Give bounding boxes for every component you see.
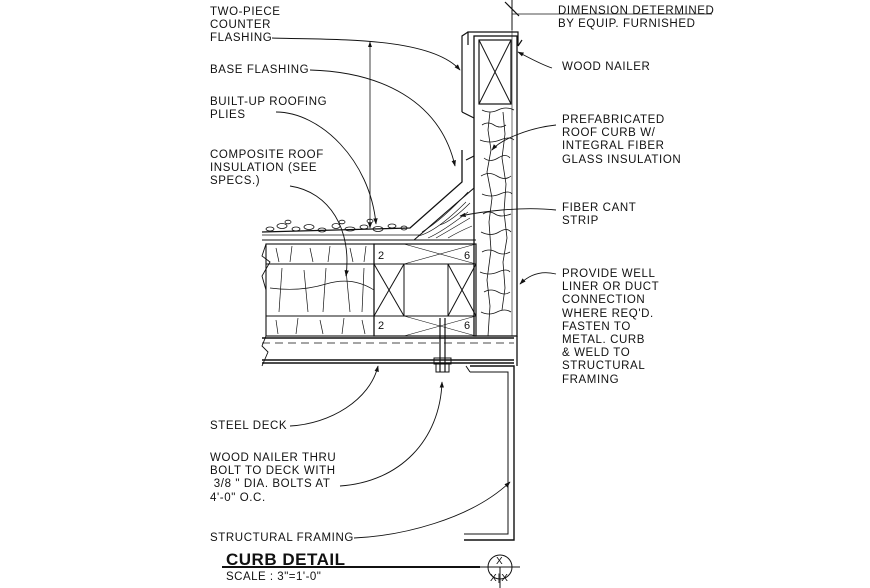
- structural-framing: [464, 365, 515, 541]
- label-built-up-roofing-plies: BUILT-UP ROOFING PLIES: [210, 96, 328, 122]
- drawing-title: CURB DETAIL: [226, 550, 346, 569]
- wood-nailer-top: [478, 39, 512, 105]
- label-prefabricated-roof-curb: PREFABRICATED ROOF CURB W/ INTEGRAL FIBE…: [562, 114, 682, 166]
- label-composite-roof-insulation: COMPOSITE ROOF INSULATION (SEE SPECS.): [210, 149, 324, 188]
- label-wood-nailer: WOOD NAILER: [562, 61, 651, 73]
- section-bubble-top: X: [496, 556, 503, 567]
- label-two-piece-counter-flashing: TWO-PIECE COUNTER FLASHING: [210, 6, 281, 45]
- label-fiber-cant-strip: FIBER CANT STRIP: [562, 202, 637, 228]
- section-bubble-bottom: X|X: [490, 573, 509, 584]
- dimension-mark-bottom-right: 6: [464, 320, 471, 332]
- drawing-scale: SCALE : 3"=1'-0": [226, 571, 322, 583]
- label-structural-framing: STRUCTURAL FRAMING: [210, 532, 354, 544]
- dimension-mark-top-right: 6: [464, 250, 471, 262]
- label-wood-nailer-thru-bolt: WOOD NAILER THRU BOLT TO DECK WITH 3/8 "…: [210, 452, 337, 504]
- label-dimension-determined: DIMENSION DETERMINED BY EQUIP. FURNISHED: [558, 5, 715, 31]
- roof-insulation: [265, 243, 375, 337]
- label-steel-deck: STEEL DECK: [210, 420, 288, 432]
- dimension-mark-bottom-left: 2: [378, 320, 385, 332]
- label-provide-well-liner: PROVIDE WELL LINER OR DUCT CONNECTION WH…: [562, 268, 660, 386]
- base-flashing: [261, 150, 463, 233]
- dimension-mark-top-left: 2: [378, 250, 385, 262]
- label-base-flashing: BASE FLASHING: [210, 64, 310, 76]
